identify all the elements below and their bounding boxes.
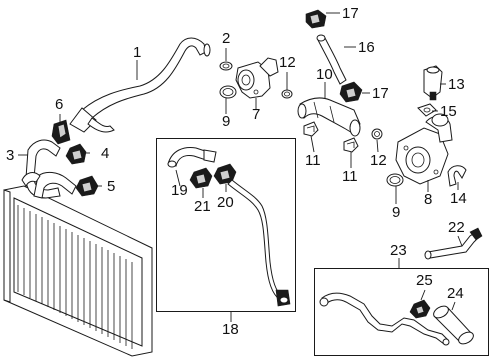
o-ring-12-upper-drawing xyxy=(281,89,293,99)
callout-2: 2 xyxy=(222,30,231,47)
clamp-4-drawing xyxy=(65,143,87,165)
hose-19-drawing xyxy=(167,147,217,168)
callout-14: 14 xyxy=(450,190,467,207)
callout-8: 8 xyxy=(424,191,433,208)
hose-22-drawing xyxy=(424,227,483,260)
callout-21: 21 xyxy=(194,198,211,215)
callout-12-upper: 12 xyxy=(279,54,296,71)
o-ring-9-upper-drawing xyxy=(219,85,237,99)
clamp-25-drawing xyxy=(409,299,431,319)
callout-3: 3 xyxy=(6,147,15,164)
thermostat-housing-7-drawing xyxy=(235,57,279,99)
o-ring-2-drawing xyxy=(219,61,233,71)
radiator-drawing xyxy=(3,185,153,357)
pump-housing-8-drawing xyxy=(395,113,453,185)
clip-14-drawing xyxy=(447,165,467,187)
upper-hose-drawing xyxy=(69,37,211,133)
callout-1: 1 xyxy=(133,44,142,61)
leader-lines xyxy=(18,12,463,322)
callout-6: 6 xyxy=(55,96,64,113)
filter-24-drawing xyxy=(433,305,474,345)
callout-20: 20 xyxy=(217,194,234,211)
callout-4: 4 xyxy=(101,145,110,162)
clamp-17-upper-drawing xyxy=(305,9,327,29)
clip-11-left-drawing xyxy=(303,121,319,137)
callout-9-upper: 9 xyxy=(222,113,231,130)
callout-9-lower: 9 xyxy=(392,204,401,221)
bleed-line-18-drawing xyxy=(227,179,291,307)
callout-16: 16 xyxy=(358,39,375,56)
washer-15-drawing xyxy=(417,103,437,117)
coolant-line-23-drawing xyxy=(319,292,450,346)
clip-11-right-drawing xyxy=(343,137,359,153)
callout-11-right: 11 xyxy=(342,168,358,185)
callout-18: 18 xyxy=(222,321,239,338)
clamp-6-drawing xyxy=(51,119,71,145)
o-ring-9-lower-drawing xyxy=(386,173,404,187)
callout-10: 10 xyxy=(316,66,333,83)
callout-11-left: 11 xyxy=(305,152,321,169)
coolant-pipe-10-drawing xyxy=(297,97,361,137)
callout-25: 25 xyxy=(416,272,433,289)
hose-16-drawing xyxy=(316,34,347,85)
o-ring-12-lower-drawing xyxy=(371,128,383,140)
clamp-17-lower-drawing xyxy=(339,81,363,103)
clamp-5-drawing xyxy=(75,175,99,197)
callout-15: 15 xyxy=(440,103,457,120)
callout-24: 24 xyxy=(447,285,464,302)
detail-box-18 xyxy=(156,138,296,312)
clamp-21-drawing xyxy=(189,167,213,189)
callout-12-lower: 12 xyxy=(370,152,387,169)
callout-23: 23 xyxy=(390,242,407,259)
callout-19: 19 xyxy=(171,182,188,199)
callout-22: 22 xyxy=(448,219,465,236)
callout-17-lower: 17 xyxy=(372,85,389,102)
sensor-13-drawing xyxy=(423,65,443,101)
lower-hose-drawing xyxy=(21,139,77,199)
callout-5: 5 xyxy=(107,178,116,195)
callout-17-upper: 17 xyxy=(342,5,359,22)
callout-13: 13 xyxy=(448,76,465,93)
callout-7: 7 xyxy=(252,106,261,123)
